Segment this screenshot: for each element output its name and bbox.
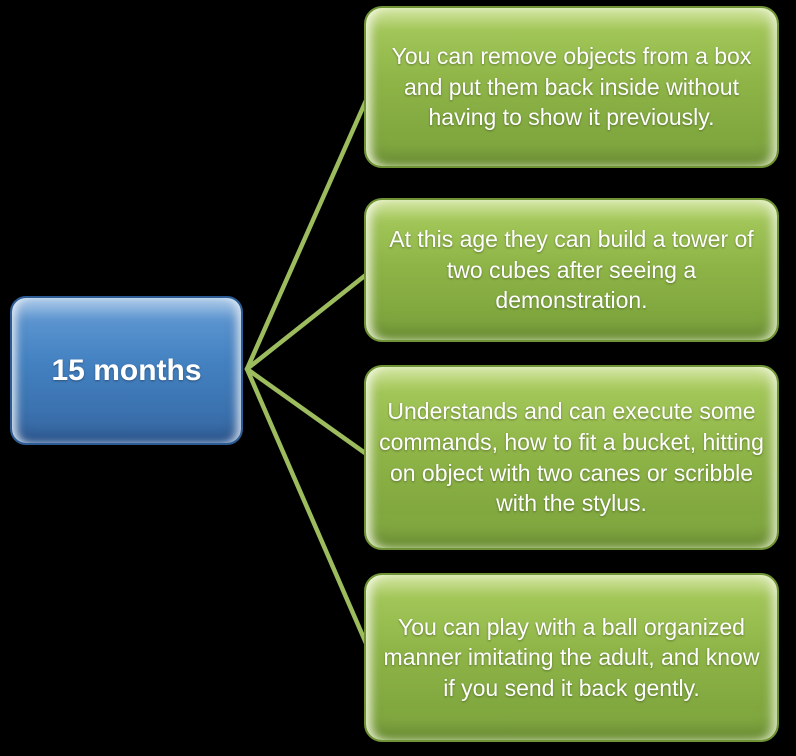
connector-line-root-to-branch-3 — [244, 366, 375, 461]
branch-node-build-tower: At this age they can build a tower of tw… — [364, 198, 779, 342]
connector-line-root-to-branch-4 — [244, 366, 375, 660]
branch-node-text: You can remove objects from a box and pu… — [391, 43, 752, 131]
branch-node-text: You can play with a ball organized manne… — [383, 613, 760, 701]
branch-node-text: Understands and can execute some command… — [379, 398, 764, 517]
branch-node-understands-commands: Understands and can execute some command… — [364, 365, 779, 550]
branch-node-play-with-ball: You can play with a ball organized manne… — [364, 573, 779, 742]
root-node-15-months: 15 months — [10, 296, 243, 445]
connector-line-root-to-branch-1 — [244, 84, 375, 372]
branch-node-text: At this age they can build a tower of tw… — [389, 226, 754, 314]
root-node-label: 15 months — [51, 353, 202, 387]
connector-line-root-to-branch-2 — [244, 267, 375, 372]
branch-node-remove-objects: You can remove objects from a box and pu… — [364, 6, 779, 168]
